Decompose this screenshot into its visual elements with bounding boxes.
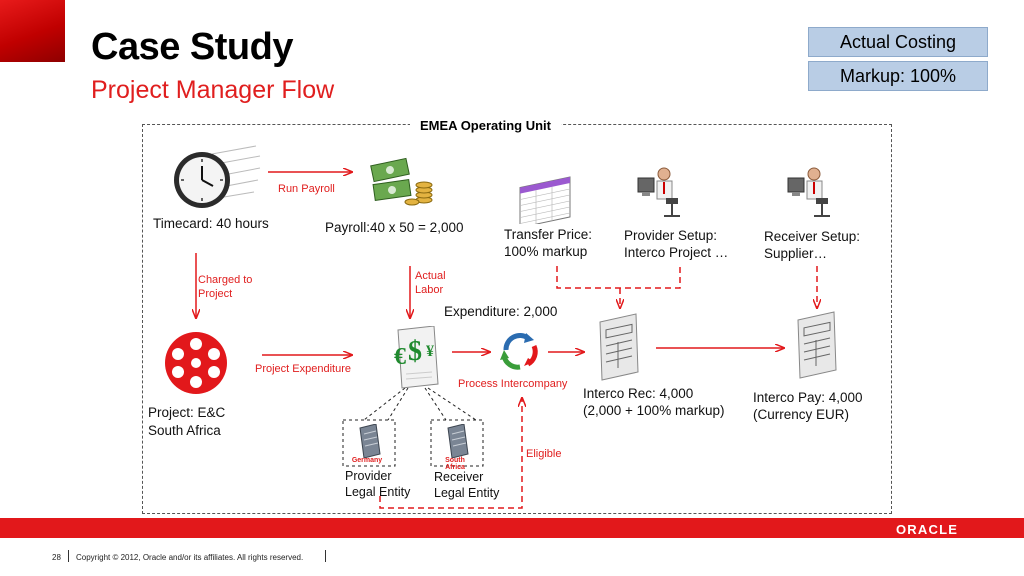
- dashed-link-provider-2: [387, 387, 409, 421]
- process-cycle-icon: [500, 333, 538, 370]
- charged-label-2: Project: [198, 288, 233, 300]
- transfer-price-label-2: 100% markup: [504, 244, 588, 259]
- markup-badge: Markup: 100%: [808, 61, 988, 91]
- eligible-label: Eligible: [526, 448, 562, 460]
- money-stack-icon: [370, 157, 433, 206]
- interco-rec-label-2: (2,000 + 100% markup): [583, 403, 725, 418]
- provider-user-icon: [637, 167, 680, 217]
- receiver-setup-label-1: Receiver Setup:: [764, 229, 861, 244]
- transfer-price-label-1: Transfer Price:: [504, 227, 593, 242]
- page-number: 28: [52, 553, 61, 562]
- provider-setup-label-2: Interco Project …: [624, 245, 729, 260]
- provider-entity-label-1: Provider: [345, 469, 392, 483]
- receiver-entity-box: [430, 419, 484, 467]
- dashed-link-receiver-2: [427, 387, 477, 421]
- page-title: Case Study: [91, 26, 293, 68]
- provider-setup-label-1: Provider Setup:: [624, 228, 718, 243]
- expenditure-label: Expenditure: 2,000: [444, 304, 558, 319]
- clock-icon: [174, 145, 261, 208]
- receiver-entity-label-1: Receiver: [434, 470, 484, 484]
- oracle-logo: ORACLE: [896, 522, 959, 537]
- actual-costing-badge: Actual Costing: [808, 27, 988, 57]
- spreadsheet-icon: [519, 176, 571, 224]
- dashed-arrow-eligible: [379, 398, 522, 509]
- process-intercompany-label: Process Intercompany: [458, 378, 568, 390]
- footer-red-bar: [0, 518, 1024, 538]
- receiver-setup-label-2: Supplier…: [764, 246, 828, 261]
- interco-rec-label-1: Interco Rec: 4,000: [583, 386, 694, 401]
- dashed-link-provider: [363, 387, 406, 421]
- interco-pay-label-1: Interco Pay: 4,000: [753, 390, 863, 405]
- footer-separator: [68, 550, 69, 562]
- receiver-building-icon: [447, 424, 469, 458]
- actual-labor-label-2: Labor: [415, 284, 444, 296]
- project-label-1: Project: E&C: [148, 405, 226, 420]
- charged-label-1: Charged to: [198, 274, 253, 286]
- dashed-link-receiver: [424, 387, 447, 421]
- provider-entity-box: [342, 419, 396, 467]
- corner-accent: [0, 0, 65, 62]
- run-payroll-label: Run Payroll: [278, 183, 335, 195]
- actual-labor-label-1: Actual: [415, 270, 446, 282]
- interco-pay-document-icon: [797, 311, 837, 379]
- timecard-label: Timecard: 40 hours: [153, 216, 269, 231]
- interco-rec-document-icon: [599, 313, 639, 381]
- south-africa-tag: South Africa: [445, 457, 465, 471]
- copyright-text: Copyright © 2012, Oracle and/or its affi…: [76, 553, 304, 562]
- svg-text:€: €: [394, 344, 406, 370]
- payroll-label: Payroll:40 x 50 = 2,000: [325, 220, 464, 235]
- svg-text:$: $: [408, 336, 422, 367]
- provider-building-icon: [359, 424, 381, 458]
- receiver-user-icon: [787, 167, 830, 217]
- dashed-transfer-provider: [556, 266, 681, 289]
- project-label-2: South Africa: [148, 423, 221, 438]
- receiver-entity-label-2: Legal Entity: [434, 486, 500, 500]
- page-subtitle: Project Manager Flow: [91, 76, 335, 104]
- currency-document-icon: € $ ¥: [394, 326, 439, 389]
- footer-separator-end: [325, 550, 326, 562]
- project-expenditure-label: Project Expenditure: [255, 363, 351, 375]
- frame-title: EMEA Operating Unit: [410, 118, 561, 133]
- provider-entity-label-2: Legal Entity: [345, 485, 411, 499]
- svg-text:¥: ¥: [426, 343, 434, 360]
- project-reel-icon: [165, 332, 227, 394]
- germany-tag: Germany: [351, 457, 383, 464]
- interco-pay-label-2: (Currency EUR): [753, 407, 850, 422]
